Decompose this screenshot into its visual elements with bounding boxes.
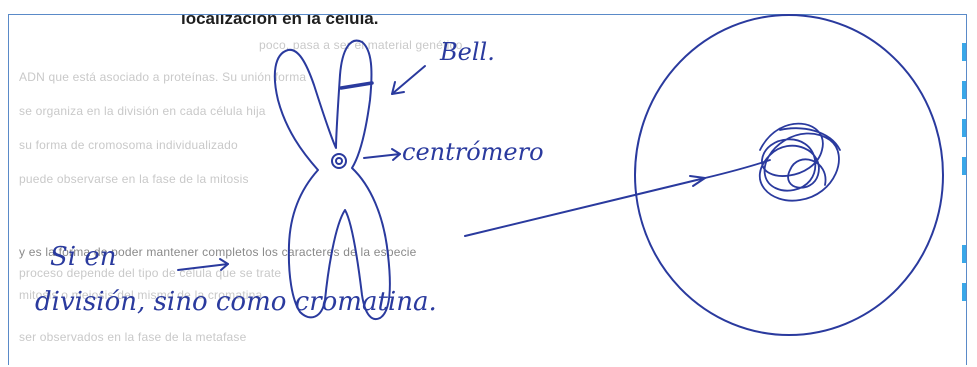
- handwritten-note-line2: división, sino como cromatina.: [35, 287, 437, 317]
- chromatin-scribble: [705, 124, 840, 201]
- handwritten-label-mid: centrómero: [402, 138, 544, 166]
- band-mark: [341, 83, 372, 88]
- handwritten-label-top: Bell.: [439, 38, 495, 66]
- small-arrow: [178, 264, 228, 270]
- arrow-to-label: [392, 66, 425, 94]
- centromere-mark: [332, 154, 346, 168]
- pointer-line: [465, 178, 705, 236]
- handwritten-note-line1: Si en: [50, 242, 117, 272]
